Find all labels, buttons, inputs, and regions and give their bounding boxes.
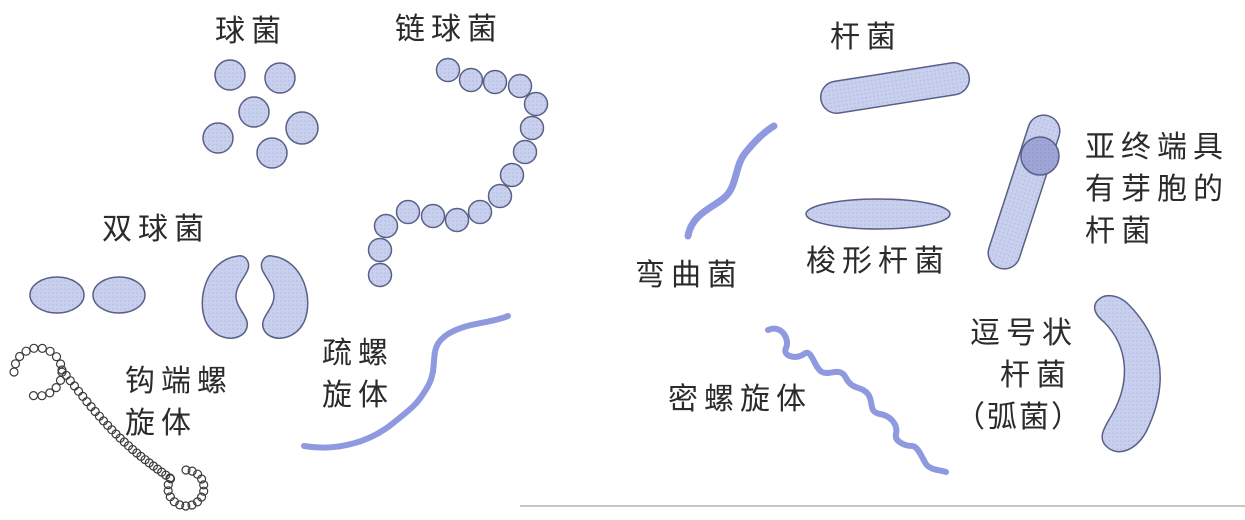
label-streptococcus: 链球菌 bbox=[395, 12, 503, 47]
curved-bacterium-illustration bbox=[684, 122, 778, 240]
spiral-coil-loop bbox=[187, 500, 197, 510]
spiral-coil-loop bbox=[82, 397, 92, 407]
spiral-coil-loop bbox=[187, 466, 197, 476]
spiral-coil-loop bbox=[51, 383, 61, 393]
spiral-coil-loop bbox=[197, 474, 207, 484]
spiral-coil-loop bbox=[192, 497, 203, 507]
spiral-coil-loop bbox=[15, 351, 25, 362]
bacillus-illustration bbox=[819, 62, 971, 114]
spiral-coil-loop bbox=[199, 486, 209, 496]
spiral-coil-loop bbox=[55, 375, 66, 385]
coccus-illustration bbox=[202, 59, 319, 169]
spiral-coil-loop bbox=[9, 367, 19, 377]
spiral-coil-loop bbox=[181, 465, 191, 475]
spiral-coil-loop bbox=[28, 391, 39, 401]
spiral-coil-loop bbox=[65, 376, 75, 386]
spiral-coil-loop bbox=[37, 391, 47, 401]
label-curved-bacterium: 弯曲菌 bbox=[635, 258, 743, 293]
spiral-coil-loop bbox=[69, 381, 80, 391]
hooked-spirillum-illustration bbox=[9, 343, 209, 511]
spiral-coil-loop bbox=[86, 402, 96, 412]
label-dense-spirochete: 密螺旋体 bbox=[668, 382, 812, 417]
streptococcus-illustration bbox=[367, 57, 549, 288]
label-comma-line-2: 杆菌 bbox=[1000, 358, 1072, 393]
spiral-coil-loop bbox=[163, 480, 173, 490]
spiral-coil-loop bbox=[29, 343, 39, 353]
spiral-coil-loop bbox=[21, 346, 31, 356]
comma-bacillus-illustration bbox=[1093, 294, 1161, 453]
dense-spirochete-illustration bbox=[765, 325, 949, 475]
spiral-coil-loop bbox=[37, 343, 47, 353]
spiral-coil-loop bbox=[165, 474, 176, 484]
fusiform-illustration bbox=[805, 198, 951, 230]
label-comma-line-1: 逗号状 bbox=[970, 316, 1078, 351]
spiral-coil-loop bbox=[10, 359, 21, 369]
label-loose-line-1: 疏螺 bbox=[322, 336, 394, 371]
spiral-coil-loop bbox=[165, 492, 175, 502]
label-spore-line-1: 亚终端具 bbox=[1085, 130, 1229, 165]
label-diplococcus: 双球菌 bbox=[102, 212, 210, 247]
spiral-coil-loop bbox=[73, 386, 84, 396]
spiral-coil-loop bbox=[181, 501, 191, 511]
label-spore-line-3: 杆菌 bbox=[1085, 214, 1157, 249]
label-fusiform: 梭形杆菌 bbox=[806, 244, 950, 279]
label-hooked-line-1: 钩端螺 bbox=[125, 364, 233, 399]
spiral-coil-loop bbox=[175, 500, 185, 510]
label-coccus: 球菌 bbox=[215, 14, 287, 49]
spiral-coil-loop bbox=[45, 388, 55, 398]
label-bacillus: 杆菌 bbox=[830, 20, 902, 55]
label-hooked-line-2: 旋体 bbox=[125, 406, 197, 441]
loose-spirochete-illustration bbox=[301, 313, 511, 451]
spore-bacillus-illustration bbox=[987, 114, 1061, 270]
spiral-coil-loop bbox=[51, 352, 62, 362]
label-loose-line-2: 旋体 bbox=[322, 378, 394, 413]
label-comma-line-3: （弧菌） bbox=[955, 400, 1083, 435]
spiral-coil-loop bbox=[45, 346, 55, 356]
spiral-coil-loop bbox=[90, 406, 100, 417]
spiral-coil-loop bbox=[78, 391, 88, 401]
spiral-coil-loop bbox=[199, 480, 209, 490]
diplococcus-illustration bbox=[29, 255, 309, 339]
spiral-coil-loop bbox=[163, 486, 173, 496]
label-spore-line-2: 有芽胞的 bbox=[1085, 172, 1229, 207]
